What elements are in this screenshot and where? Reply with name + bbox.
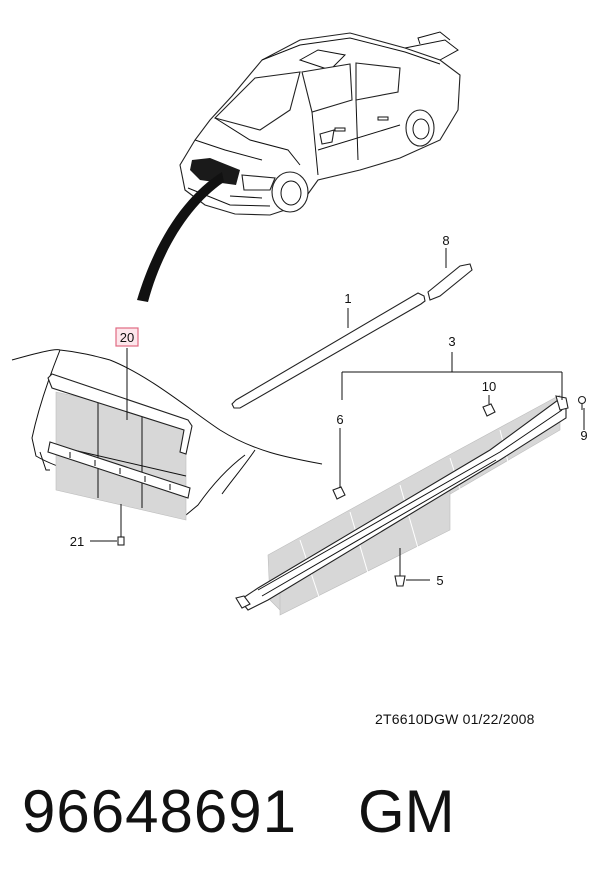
drawing-code: 2T6610DGW 01/22/2008 <box>375 711 535 727</box>
part-6-clip-icon <box>332 486 346 500</box>
part-10-clip-icon <box>482 403 496 417</box>
callout-9: 9 <box>580 428 587 443</box>
callout-21: 21 <box>70 534 84 549</box>
callout-10: 10 <box>482 379 496 394</box>
part-number: 96648691 <box>22 778 297 845</box>
part-3-rocker-molding <box>235 394 569 616</box>
part-21-clip-icon <box>117 536 125 546</box>
part-5-clip-icon <box>394 575 406 587</box>
callout-8: 8 <box>442 233 449 248</box>
callout-5: 5 <box>436 573 443 588</box>
pointer-arrow <box>137 172 224 302</box>
callout-6: 6 <box>336 412 343 427</box>
part-8-trim <box>427 263 473 301</box>
callout-3: 3 <box>448 334 455 349</box>
callout-20-highlight <box>115 327 139 347</box>
leader-lines <box>90 248 585 581</box>
part-1-side-molding <box>231 292 426 409</box>
callout-1: 1 <box>344 291 351 306</box>
front-bumper-assembly <box>11 349 323 521</box>
part-9-clip-icon <box>577 395 587 410</box>
car-illustration <box>179 31 461 216</box>
callout-20: 20 <box>120 330 134 345</box>
brand-label: GM <box>358 778 455 845</box>
